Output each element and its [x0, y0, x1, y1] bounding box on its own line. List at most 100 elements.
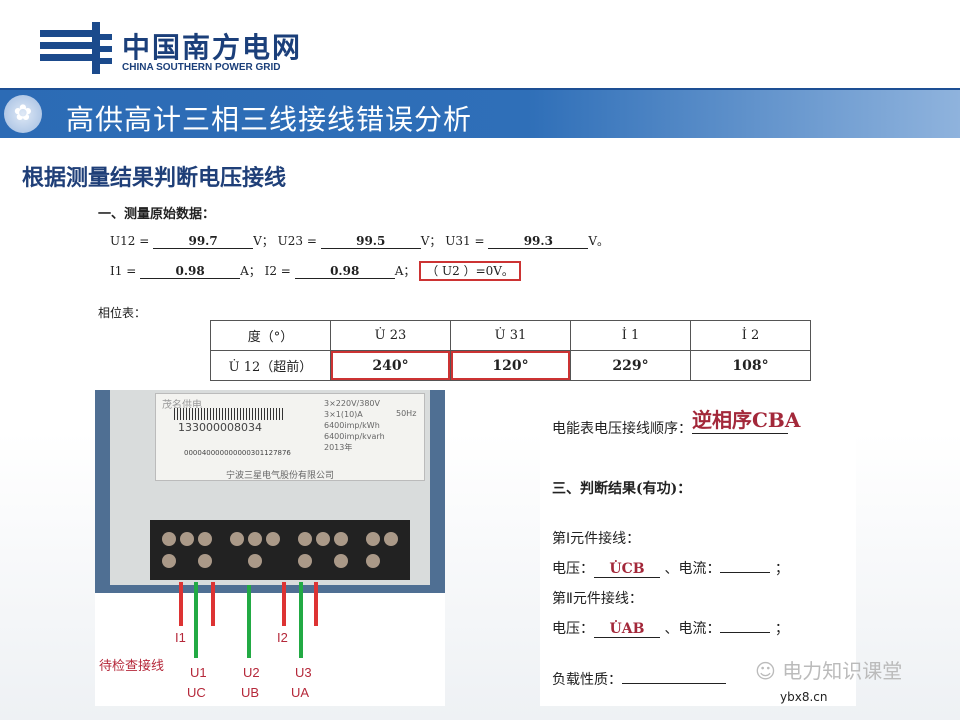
sequence-label: 电能表电压接线顺序：: [552, 421, 692, 437]
label-ub: UB: [241, 685, 260, 700]
element2-voltage: U̇AB: [594, 621, 660, 638]
measure-heading: 一、测量原始数据：: [98, 207, 216, 222]
label-ua: UA: [291, 685, 310, 700]
meter-nameplate: 茂名供电 133000008034 0000400000000003011278…: [155, 393, 425, 481]
u31-value: 99.3: [488, 234, 589, 249]
wire-i1-return: [211, 582, 215, 626]
header-cell: U̇ 31: [450, 320, 571, 351]
logo-english: CHINA SOUTHERN POWER GRID: [122, 62, 281, 73]
label-uc: UC: [187, 685, 206, 700]
label-i1: I1: [175, 630, 186, 645]
current-label: 、电流：: [664, 561, 721, 577]
label-i2: I2: [277, 630, 288, 645]
u2-zero-note: （ U2 ）=0V。: [419, 261, 521, 281]
i1-value: 0.98: [140, 264, 241, 279]
table-row: U̇ 12（超前） 240° 120° 229° 108°: [210, 350, 811, 381]
eq: =: [126, 264, 137, 278]
u23-label: U23: [277, 234, 303, 248]
current-label: 、电流：: [664, 621, 721, 637]
header-cell: 度（°）: [210, 320, 331, 351]
unit: A；: [394, 264, 416, 278]
wire-i2: [282, 582, 286, 626]
nameplate-company: 茂名供电: [162, 400, 202, 411]
value-cell: 229°: [570, 350, 691, 381]
spec: 3×1(10)A: [324, 410, 363, 419]
semicolon: ；: [774, 561, 789, 577]
asset-number: 000040000000000301127876: [184, 449, 291, 457]
unit: V；: [420, 234, 442, 248]
load-label: 负载性质：: [552, 672, 622, 688]
terminal-block: [150, 520, 410, 580]
sequence-row: 电能表电压接线顺序：逆相序CBA: [552, 408, 800, 440]
i1-label: I1: [110, 264, 123, 278]
label-u2: U2: [243, 665, 260, 680]
element1-row: 电压：U̇CB 、电流： ；: [552, 558, 789, 578]
u23-value: 99.5: [320, 234, 421, 249]
wire-i2-return: [314, 582, 318, 626]
eq: =: [306, 234, 317, 248]
slide-title: 高供高计三相三线接线错误分析: [66, 103, 473, 136]
u31-label: U31: [445, 234, 471, 248]
meter-specs: 3×220V/380V 3×1(10)A 6400imp/kWh 6400imp…: [324, 398, 385, 453]
element1-label: 第Ⅰ元件接线：: [552, 531, 641, 547]
load-value: [622, 668, 726, 684]
i2-label: I2: [264, 264, 277, 278]
watermark-url: ybx8.cn: [780, 690, 828, 704]
table-header-row: 度（°） U̇ 23 U̇ 31 İ 1 İ 2: [210, 320, 811, 351]
wire-u3: [299, 582, 303, 658]
row-label: U̇ 12（超前）: [210, 350, 331, 381]
value-cell: 120°: [450, 350, 571, 381]
unit: A；: [240, 264, 261, 278]
i2-value: 0.98: [294, 264, 395, 279]
company-logo: 中国南方电网 CHINA SOUTHERN POWER GRID: [40, 22, 340, 74]
title-banner: ✿ 高供高计三相三线接线错误分析: [0, 88, 960, 138]
watermark-text: 电力知识课堂: [782, 659, 903, 683]
phase-table-label: 相位表：: [98, 306, 147, 320]
voltage-label: 电压：: [552, 561, 594, 577]
element2-label: 第Ⅱ元件接线：: [552, 591, 643, 607]
label-u3: U3: [295, 665, 312, 680]
meter-body: 茂名供电 133000008034 0000400000000003011278…: [110, 390, 430, 585]
meter-photo: 茂名供电 133000008034 0000400000000003011278…: [95, 390, 445, 706]
result-heading: 三、判断结果(有功)：: [552, 481, 692, 497]
u12-label: U12: [110, 234, 136, 248]
spec: 6400imp/kvarh: [324, 432, 385, 441]
eq: =: [474, 234, 485, 248]
wire-u1: [194, 582, 198, 658]
frequency: 50Hz: [396, 409, 417, 418]
wechat-icon: ☺: [755, 659, 776, 683]
eq: =: [139, 234, 150, 248]
serial-number: 133000008034: [178, 421, 262, 434]
u12-value: 99.7: [153, 234, 254, 249]
header-cell: U̇ 23: [330, 320, 451, 351]
sequence-value: 逆相序CBA: [692, 404, 800, 434]
load-row: 负载性质：: [552, 668, 726, 689]
spec: 2013年: [324, 443, 353, 452]
section-subtitle: 根据测量结果判断电压接线: [22, 165, 287, 191]
unit: V。: [588, 234, 609, 248]
voltage-label: 电压：: [552, 621, 594, 637]
barcode: [174, 408, 284, 420]
header-cell: İ 1: [570, 320, 691, 351]
element1-voltage: U̇CB: [594, 561, 660, 578]
flower-icon: ✿: [4, 95, 42, 133]
logo-chinese: 中国南方电网: [122, 31, 303, 64]
unit: V；: [253, 234, 274, 248]
watermark: ☺ 电力知识课堂: [755, 660, 902, 682]
element2-current: [720, 632, 771, 633]
semicolon: ；: [774, 621, 789, 637]
element1-current: [720, 572, 771, 573]
value-cell: 108°: [690, 350, 811, 381]
answer-panel: 电能表电压接线顺序：逆相序CBA 三、判断结果(有功)： 第Ⅰ元件接线： 电压：…: [540, 390, 856, 706]
phase-table: 度（°） U̇ 23 U̇ 31 İ 1 İ 2 U̇ 12（超前） 240° …: [210, 320, 811, 381]
manufacturer: 宁波三星电气股份有限公司: [226, 471, 335, 481]
spec: 3×220V/380V: [324, 399, 380, 408]
label-check-wiring: 待检查接线: [99, 658, 165, 673]
wire-i1: [179, 582, 183, 626]
wire-u2: [247, 585, 251, 658]
eq: =: [280, 264, 291, 278]
element2-row: 电压：U̇AB 、电流： ；: [552, 618, 789, 638]
